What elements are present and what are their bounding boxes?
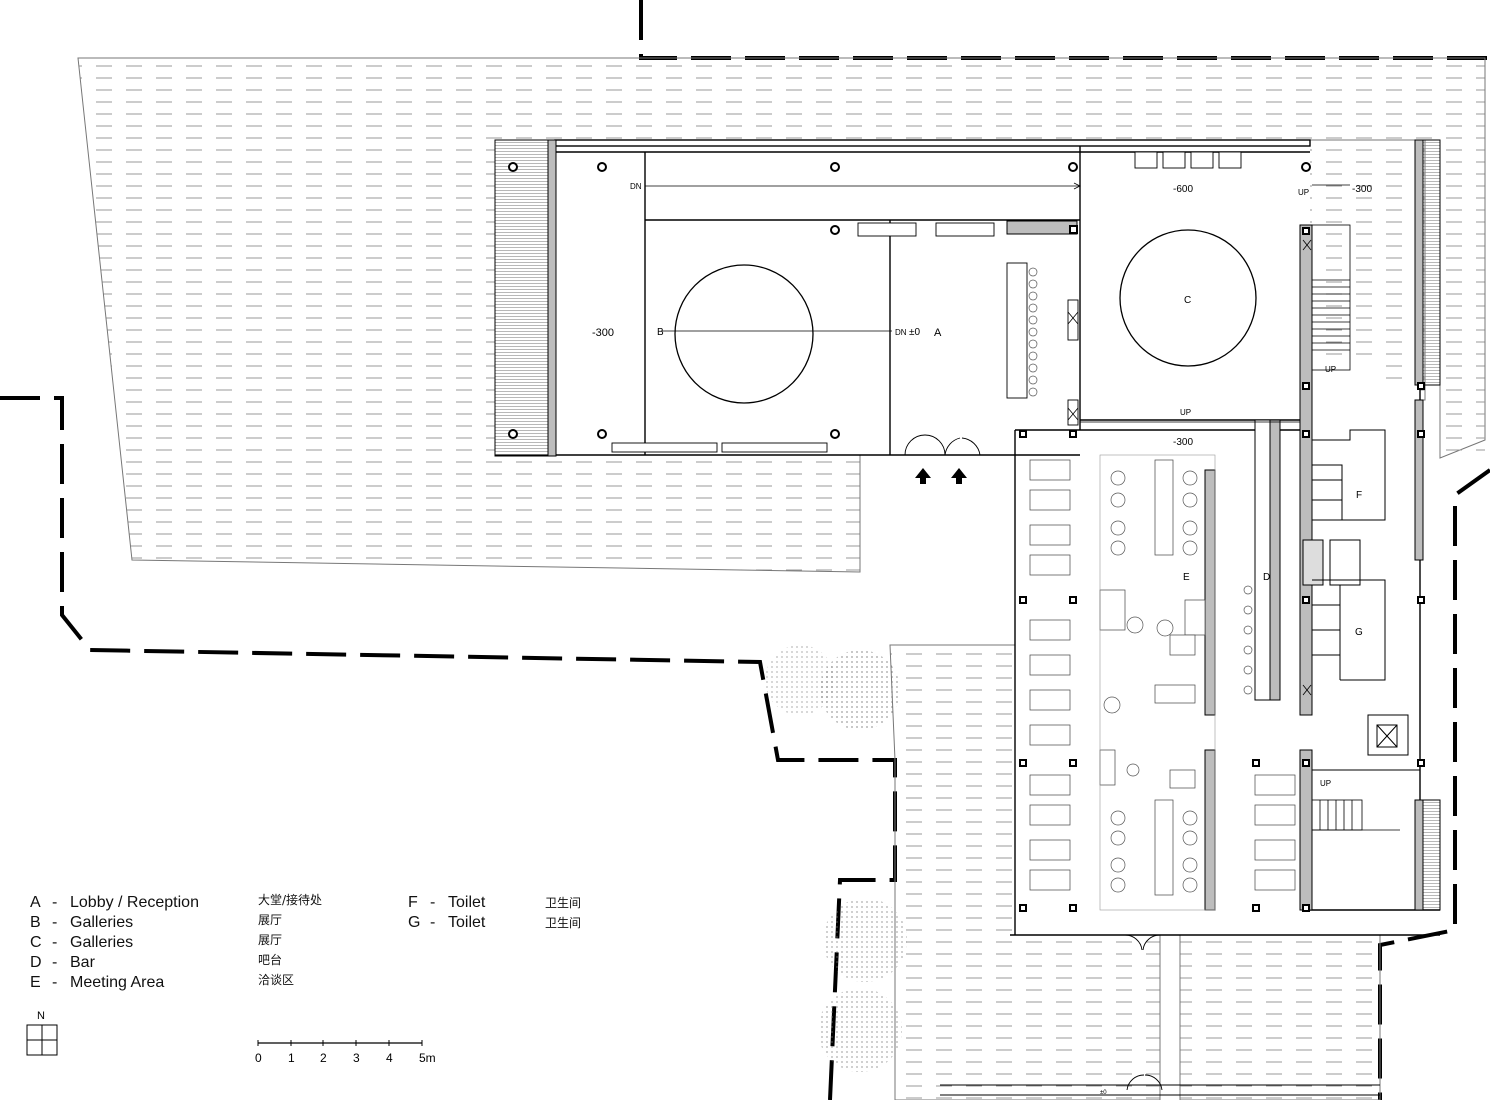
bottom-corridor — [940, 1084, 1380, 1096]
scale-tick-4: 4 — [386, 1051, 393, 1065]
legend-right: F-Toilet G-Toilet — [408, 893, 485, 933]
legend-cn-a: 大堂/接待处 — [258, 893, 323, 907]
terrace-paving — [77, 57, 1486, 1100]
legend-item-g: G-Toilet — [408, 914, 486, 931]
legend-item-c: C-Galleries — [30, 934, 134, 951]
legend-cn-b: 展厅 — [258, 913, 283, 927]
legend-item-f: F-Toilet — [408, 894, 486, 911]
solid-walls — [547, 139, 1424, 911]
legend-item-b: B-Galleries — [30, 914, 134, 931]
legend-right-chinese: 卫生间 卫生间 — [545, 893, 581, 933]
up-label-top-right: UP — [1298, 188, 1309, 197]
north-label: N — [37, 1010, 45, 1022]
toilet-g-label: G — [1355, 627, 1363, 638]
up-label-lower: UP — [1320, 779, 1331, 788]
meeting-area-boundary — [1099, 454, 1216, 911]
ramps — [494, 139, 1441, 911]
legend-item-e: E-Meeting Area — [30, 974, 165, 991]
level-label-minus300-meeting: -300 — [1173, 437, 1193, 448]
door-crosses — [1067, 239, 1312, 696]
toilet-core — [1302, 429, 1420, 771]
scale-tick-2: 2 — [320, 1051, 327, 1065]
legend-cn-c: 展厅 — [258, 933, 283, 947]
legend-item-a: A-Lobby / Reception — [30, 894, 199, 911]
level-label-zero: ±0 — [909, 327, 920, 338]
meeting-chairs — [1103, 470, 1253, 893]
gallery-b-display-circle — [674, 264, 814, 404]
lobby-stools — [1028, 267, 1038, 397]
level-label-minus300-left: -300 — [592, 327, 614, 339]
legend-left-chinese: 大堂/接待处 展厅 展厅 吧台 洽谈区 — [258, 890, 322, 990]
level-label-minus600: -600 — [1173, 184, 1193, 195]
scale-tick-0: 0 — [255, 1051, 262, 1065]
level-label-zero-bottom: ±0 — [1100, 1090, 1107, 1096]
scale-tick-1: 1 — [288, 1051, 295, 1065]
toilet-f-label: F — [1356, 490, 1362, 501]
legend-cn-e: 洽谈区 — [258, 973, 295, 987]
up-label-corridor: UP — [1180, 408, 1191, 417]
legend-item-d: D-Bar — [30, 954, 95, 971]
north-symbol: N — [26, 1010, 58, 1056]
scale-tick-3: 3 — [353, 1051, 360, 1065]
legend-cn-g: 卫生间 — [545, 916, 582, 930]
gallery-b-label: B — [657, 327, 664, 338]
scale-tick-5m: 5m — [419, 1051, 436, 1065]
up-label-stair: UP — [1325, 365, 1336, 374]
dn-label-upper: DN — [630, 182, 642, 191]
dn-label-mid: DN — [895, 328, 907, 337]
trees — [765, 645, 907, 1072]
legend-left: A-Lobby / Reception B-Galleries C-Galler… — [30, 893, 199, 993]
columns — [508, 162, 1425, 912]
stairs — [1311, 224, 1400, 831]
bar-d-label: D — [1263, 572, 1270, 583]
entrance-arrows — [915, 468, 967, 484]
meeting-e-label: E — [1183, 572, 1190, 583]
gallery-c-display-circle — [1119, 229, 1257, 367]
level-lines — [645, 182, 1350, 423]
gallery-c-label: C — [1184, 295, 1191, 306]
entrance-doors — [904, 434, 1163, 1091]
lobby-a-label: A — [934, 327, 942, 339]
scale-bar: 0 1 2 3 4 5m — [255, 1040, 436, 1065]
meeting-sofas — [1029, 459, 1296, 896]
legend-cn-f: 卫生间 — [545, 896, 582, 910]
level-label-minus300-right: -300 — [1352, 184, 1372, 195]
furniture-lobby — [611, 151, 1242, 453]
legend-cn-d: 吧台 — [258, 953, 283, 967]
